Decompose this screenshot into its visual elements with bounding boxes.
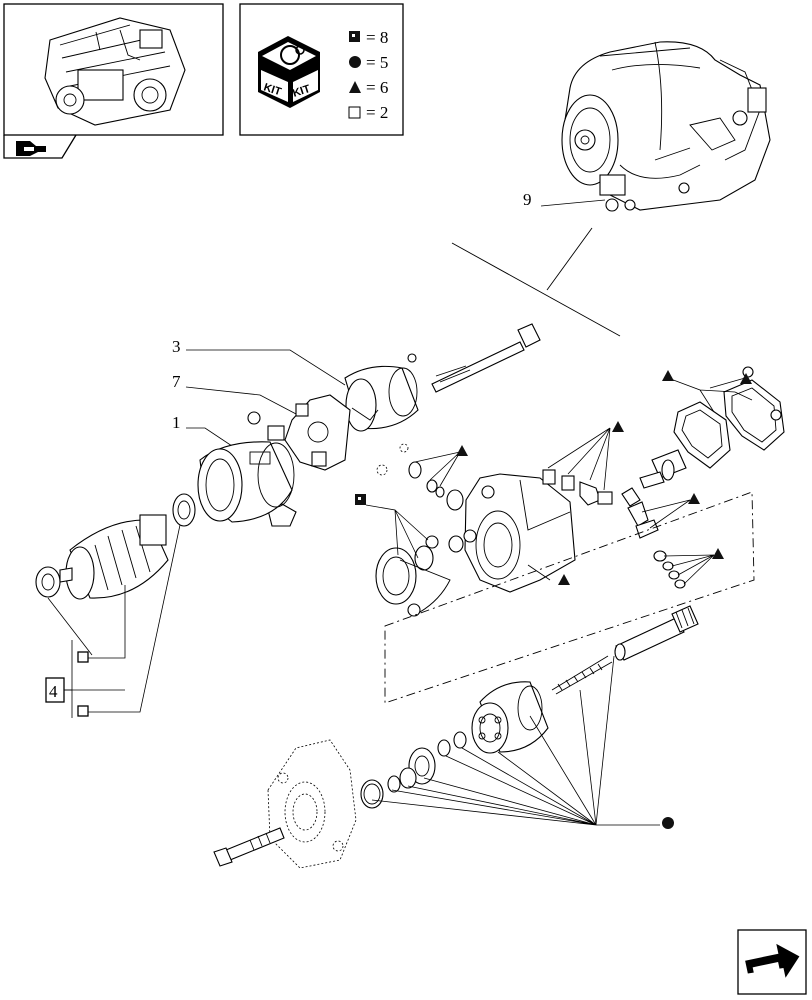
- triangle-marker-cover: [662, 370, 674, 381]
- callout-4-sub-b: [77, 705, 89, 717]
- callout-4-group: 4: [45, 524, 181, 718]
- part-field-frame: [197, 441, 295, 523]
- engine-thumbnail-icon: [44, 17, 186, 126]
- kit-label-left: KIT: [262, 81, 283, 98]
- callout-3[interactable]: 3: [172, 337, 181, 356]
- triangle-marker-contacts: [612, 421, 624, 432]
- legend-count-circle: = 5: [366, 53, 388, 72]
- legend-square-outline-icon: [348, 106, 361, 119]
- part-plunger: [621, 449, 687, 539]
- circle-marker-kit: [662, 817, 674, 829]
- kit-box-icon: KIT KIT: [258, 36, 320, 108]
- part-engine-flange-ghost: [267, 739, 357, 869]
- part-bearing-small: [172, 493, 196, 527]
- part-armature: [35, 514, 169, 600]
- legend-triangle-dark-icon: [349, 81, 361, 93]
- callout-7[interactable]: 7: [172, 372, 181, 391]
- kit-legend: KIT KIT = 8 = 5 = 6 = 2: [239, 3, 404, 136]
- legend-count-square-outline: = 2: [366, 103, 388, 122]
- part-yoke-housing: [344, 365, 419, 432]
- part-brush-holder: [247, 394, 351, 527]
- callout-1[interactable]: 1: [172, 413, 181, 432]
- part-clutch: [471, 681, 549, 754]
- legend-count-square: = 8: [366, 28, 388, 47]
- triangle-marker-plunger: [688, 493, 700, 504]
- legend-circle-dark-icon: [349, 56, 361, 68]
- callout-4[interactable]: 4: [49, 682, 58, 701]
- part-through-bolt: [407, 323, 541, 393]
- triangle-marker-small: [456, 445, 468, 456]
- navigation-arrow-button[interactable]: [3, 134, 77, 159]
- callout-4-sub-a: [77, 651, 89, 663]
- next-page-arrow-icon: [745, 943, 800, 978]
- part-pinion-gear: [360, 731, 467, 809]
- triangle-marker-housing: [558, 574, 570, 585]
- part-reduction-gear: [375, 529, 477, 617]
- part-pinion-shaft: [614, 605, 699, 661]
- part-drive-housing: [464, 473, 576, 593]
- part-washers: [653, 548, 724, 589]
- callout-9[interactable]: 9: [523, 190, 532, 209]
- triangle-marker-washers: [712, 548, 724, 559]
- engine-thumbnail[interactable]: [3, 3, 224, 136]
- triangle-marker-gasket: [740, 373, 752, 384]
- part-solenoid-cover: [662, 366, 785, 469]
- starter-motor-assembly: [561, 41, 771, 212]
- part-solenoid-contacts: [542, 421, 624, 506]
- next-page-button[interactable]: [737, 929, 807, 995]
- part-flange-bolt: [213, 827, 285, 867]
- kit-label-right: KIT: [291, 83, 312, 100]
- part-spring: [551, 655, 613, 695]
- legend-count-triangle: = 6: [366, 78, 388, 97]
- part-small-components: [376, 443, 468, 511]
